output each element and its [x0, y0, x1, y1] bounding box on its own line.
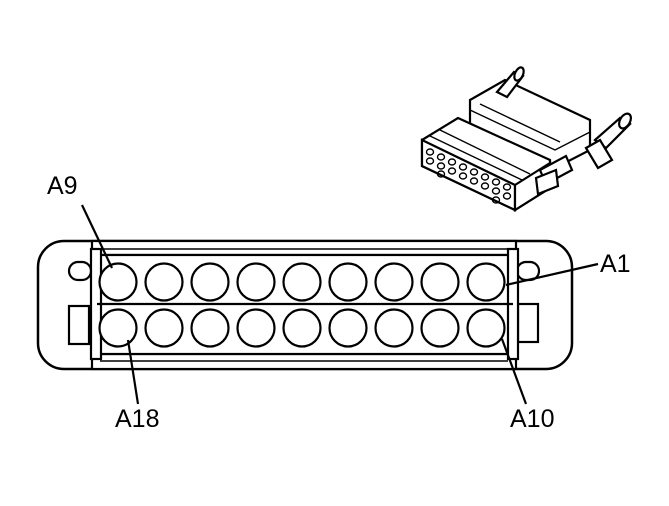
left-slot-bottom [67, 304, 91, 346]
leader-line-a18 [126, 339, 140, 405]
left-slot-top [67, 260, 93, 282]
pin-a8 [144, 262, 184, 302]
pin-row-top [98, 262, 506, 302]
leader-line-a9 [81, 204, 113, 269]
pin-a14 [282, 308, 322, 348]
pin-a12 [374, 308, 414, 348]
pin-a18 [98, 308, 138, 348]
pin-a16 [190, 308, 230, 348]
pin-a10 [466, 308, 506, 348]
label-a18: A18 [115, 405, 160, 433]
label-a1: A1 [600, 250, 631, 278]
pin-a1 [466, 262, 506, 302]
label-a9: A9 [47, 172, 78, 200]
pin-a9 [98, 262, 138, 302]
pin-a15 [236, 308, 276, 348]
pin-a5 [282, 262, 322, 302]
leader-line-a10 [500, 338, 528, 405]
connector-isometric-view [420, 66, 632, 212]
pin-a4 [328, 262, 368, 302]
pin-a13 [328, 308, 368, 348]
isometric-pin-holes [425, 148, 512, 204]
top-rail [90, 239, 518, 257]
pin-a6 [236, 262, 276, 302]
pin-a2 [420, 262, 460, 302]
leader-line-a1 [505, 262, 599, 287]
pin-row-bottom [98, 308, 506, 348]
pin-a17 [144, 308, 184, 348]
connector-face-view [36, 204, 599, 405]
pin-a11 [420, 308, 460, 348]
right-slot-bottom [516, 302, 540, 344]
label-a10: A10 [510, 405, 555, 433]
pin-a7 [190, 262, 230, 302]
pin-a3 [374, 262, 414, 302]
